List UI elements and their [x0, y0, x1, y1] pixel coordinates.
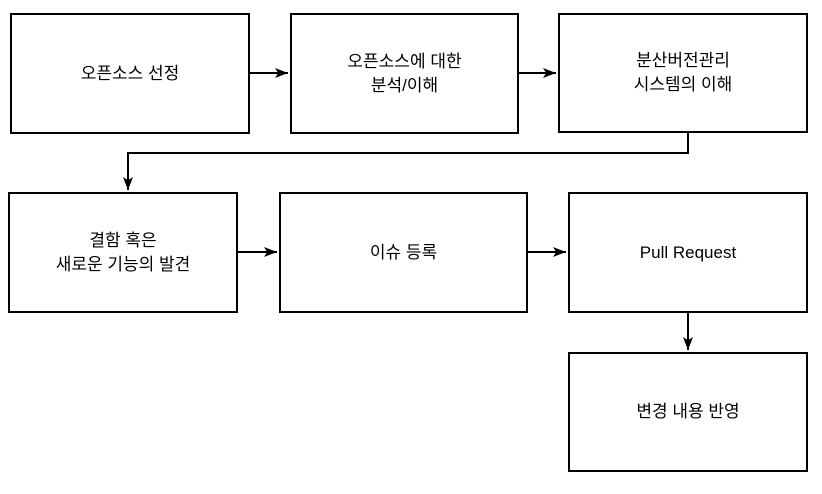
node-pull-request-label: Pull Request [639, 242, 737, 262]
node-analyze-opensource-label: 오픈소스에 대한 분석/이해 [347, 51, 462, 95]
node-register-issue-label: 이슈 등록 [369, 242, 438, 262]
node-find-defect-or-feature: 결함 혹은 새로운 기능의 발견 [8, 192, 238, 313]
node-understand-dvcs: 분산버전관리 시스템의 이해 [558, 13, 808, 133]
node-select-opensource-label: 오픈소스 선정 [80, 63, 180, 83]
node-select-opensource: 오픈소스 선정 [10, 13, 250, 134]
edge-dvcs-to-defect-arrow [123, 133, 689, 190]
node-register-issue: 이슈 등록 [279, 192, 528, 313]
node-apply-changes: 변경 내용 반영 [568, 352, 808, 472]
node-understand-dvcs-label: 분산버전관리 시스템의 이해 [633, 51, 733, 94]
node-pull-request: Pull Request [568, 192, 808, 313]
node-apply-changes-label: 변경 내용 반영 [636, 402, 740, 422]
node-analyze-opensource: 오픈소스에 대한 분석/이해 [290, 13, 519, 134]
node-find-defect-or-feature-label: 결함 혹은 새로운 기능의 발견 [55, 230, 191, 274]
